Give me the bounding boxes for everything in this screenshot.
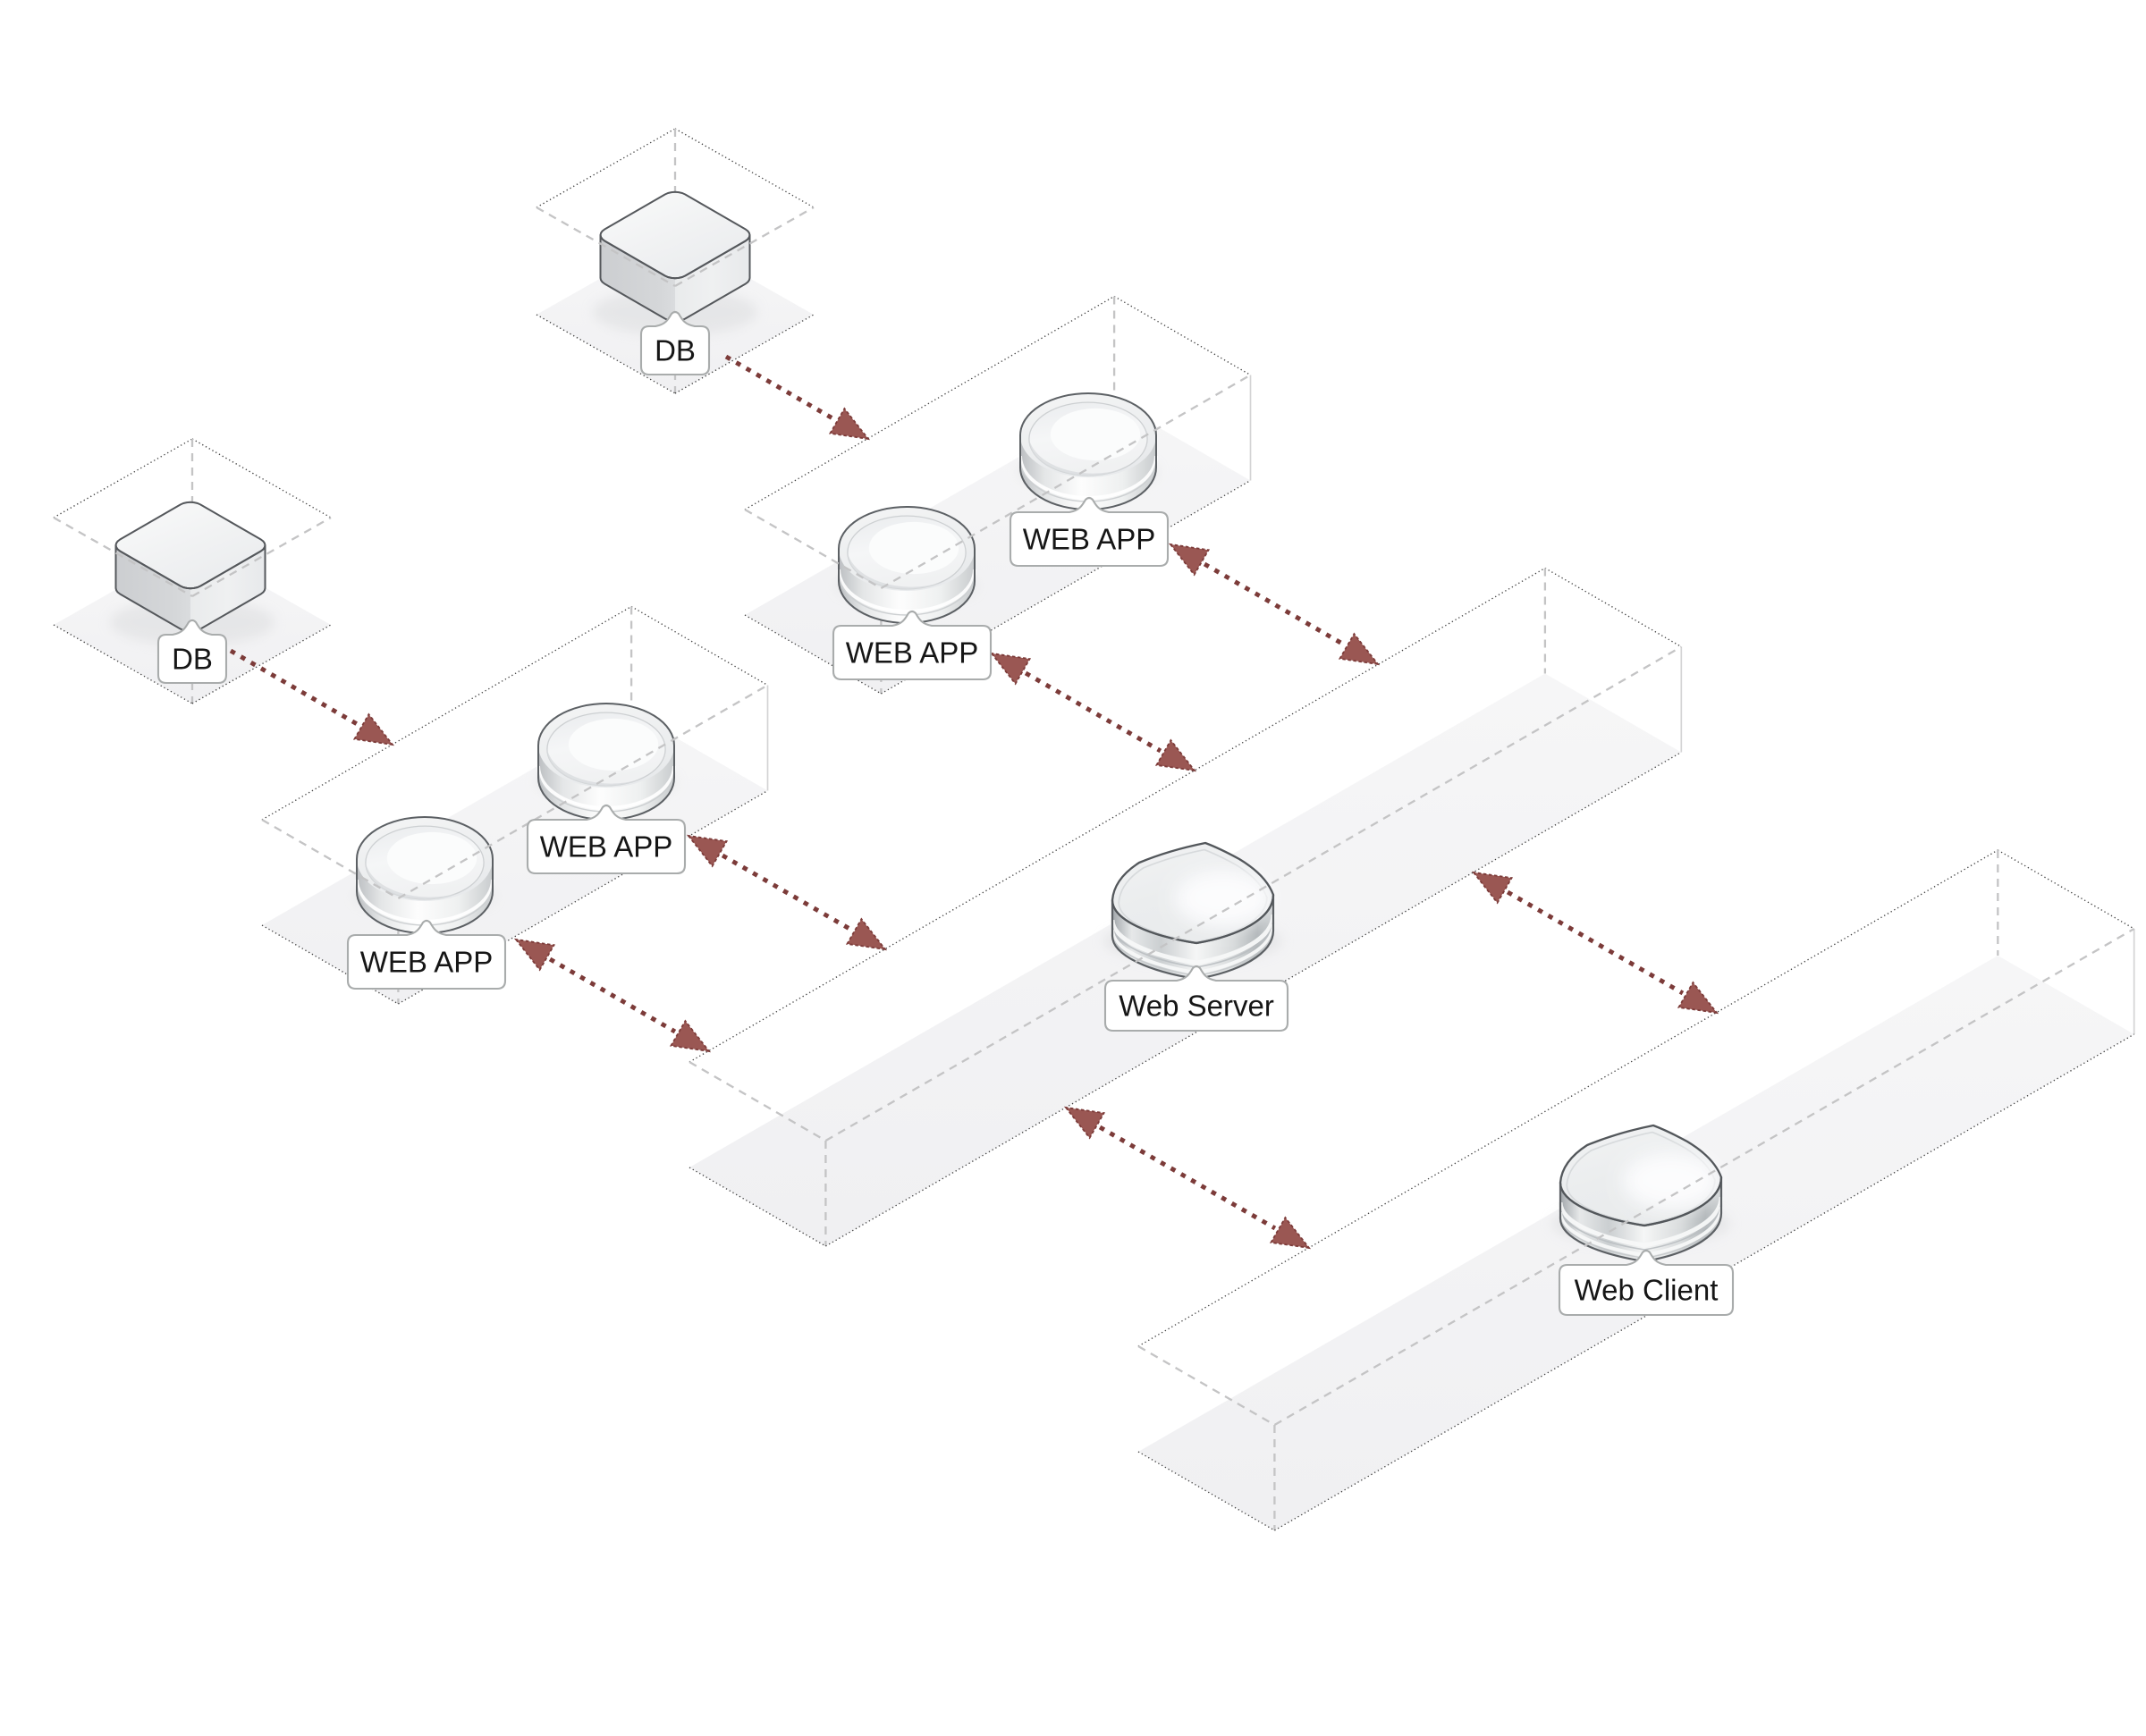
svg-text:DB: DB xyxy=(655,334,696,367)
svg-text:WEB APP: WEB APP xyxy=(1023,523,1156,556)
svg-text:DB: DB xyxy=(172,643,213,676)
svg-text:Web Server: Web Server xyxy=(1119,990,1274,1023)
svg-text:Web Client: Web Client xyxy=(1575,1274,1719,1307)
svg-text:WEB APP: WEB APP xyxy=(846,636,979,670)
svg-text:WEB APP: WEB APP xyxy=(540,830,673,864)
svg-text:WEB APP: WEB APP xyxy=(360,946,494,979)
